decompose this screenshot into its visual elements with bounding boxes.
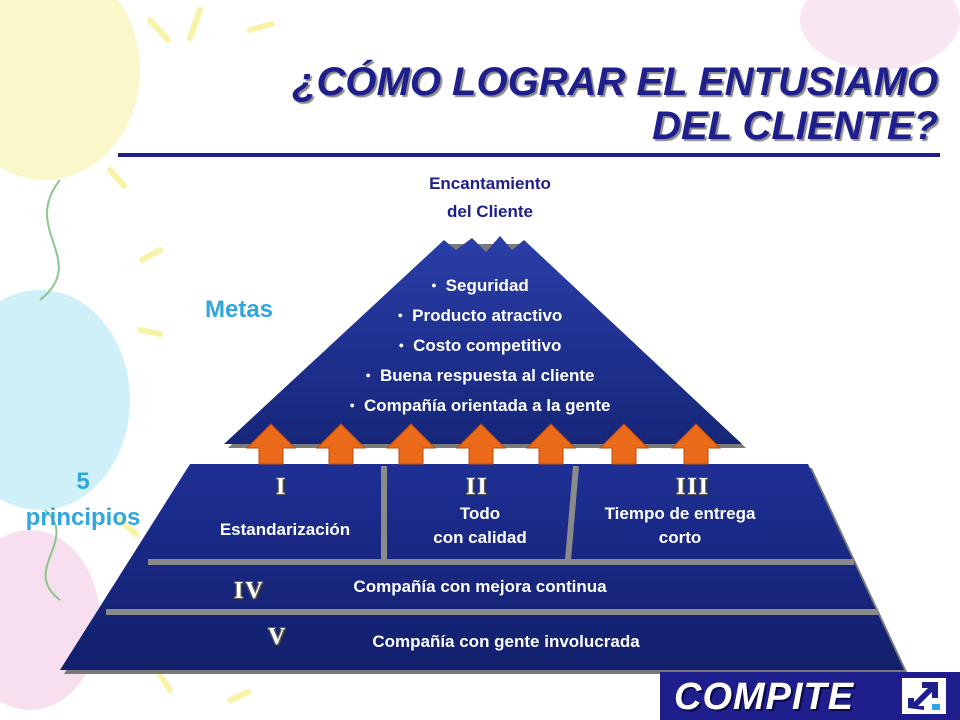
- up-arrow-icon: [525, 423, 577, 465]
- principle-4-text: Compañía con mejora continua: [300, 575, 660, 599]
- balloon-string: [44, 509, 61, 601]
- apex-label-line-2: del Cliente: [447, 202, 533, 221]
- principle-4-line-1: Compañía con mejora continua: [353, 577, 607, 596]
- principle-3-text: Tiempo de entrega corto: [576, 502, 784, 550]
- title-line-1: ¿CÓMO LOGRAR EL ENTUSIAMO: [292, 60, 938, 104]
- principle-2-line-2: con calidad: [433, 528, 527, 547]
- compite-logo: COMPITE: [660, 672, 960, 720]
- up-arrow-icon: [670, 423, 722, 465]
- principle-numeral-4: IV: [234, 578, 265, 604]
- principle-numeral-5: V: [268, 624, 288, 650]
- balloon-string: [39, 179, 61, 301]
- confetti: [93, 7, 275, 703]
- goal-item: Seguridad: [230, 270, 730, 300]
- principle-numeral-2: II: [466, 474, 489, 500]
- principles-label-line-1: 5: [76, 468, 90, 495]
- balloon-pink-top: [800, 0, 960, 70]
- up-arrow-icon: [385, 423, 437, 465]
- principles-label: 5 principios: [8, 464, 158, 536]
- principle-3-line-1: Tiempo de entrega: [604, 504, 756, 523]
- principle-1-line-1: Estandarización: [219, 520, 351, 539]
- apex-label-line-1: Encantamiento: [429, 174, 551, 193]
- principle-5-text: Compañía con gente involucrada: [316, 630, 696, 654]
- principle-5-line-1: Compañía con gente involucrada: [372, 632, 640, 651]
- goal-item: Compañía orientada a la gente: [230, 390, 730, 420]
- balloon-yellow: [0, 0, 140, 180]
- goal-item: Buena respuesta al cliente: [230, 360, 730, 390]
- title-underline: [118, 153, 940, 157]
- up-arrow-icon: [598, 423, 650, 465]
- principle-2-text: Todo con calidad: [390, 502, 570, 550]
- up-arrow-icon: [315, 423, 367, 465]
- up-arrow-icon: [245, 423, 297, 465]
- principles-tier: [60, 464, 904, 670]
- balloon-cyan: [0, 290, 130, 510]
- principle-1-text: Estandarización: [190, 518, 380, 542]
- goals-list: Seguridad Producto atractivo Costo compe…: [230, 270, 730, 420]
- principle-3-line-2: corto: [658, 528, 702, 547]
- principle-numeral-1: I: [276, 474, 288, 500]
- cell-separator: [565, 465, 579, 561]
- up-arrow-icon: [455, 423, 507, 465]
- compite-logo-text: COMPITE: [674, 676, 855, 718]
- apex-label: Encantamiento del Cliente: [390, 170, 590, 226]
- goal-item: Producto atractivo: [230, 300, 730, 330]
- title-line-2: DEL CLIENTE?: [652, 104, 938, 148]
- principle-numeral-3: III: [676, 474, 711, 500]
- slide-title: ¿CÓMO LOGRAR EL ENTUSIAMO DEL CLIENTE?: [292, 60, 938, 148]
- principle-2-line-1: Todo: [459, 504, 501, 523]
- principles-label-line-2: principios: [25, 504, 141, 531]
- compite-arrow-icon: [902, 678, 946, 714]
- goal-item: Costo competitivo: [230, 330, 730, 360]
